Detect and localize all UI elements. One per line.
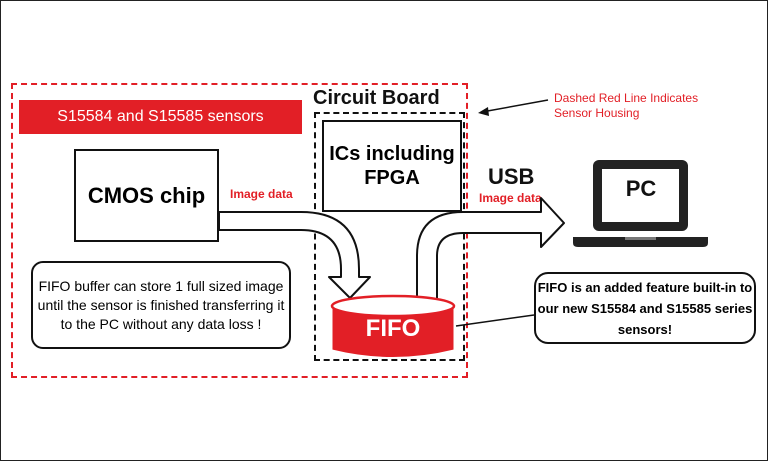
ics-fpga-label: ICs including FPGA xyxy=(329,143,455,189)
ics-fpga-box: ICs including FPGA xyxy=(322,120,462,212)
housing-pointer-arrow xyxy=(481,99,549,113)
fifo-buffer-note: FIFO buffer can store 1 full sized image… xyxy=(31,261,291,349)
data-flow-arrow-icon xyxy=(218,211,371,299)
sensor-banner: S15584 and S15585 sensors xyxy=(19,100,302,134)
usb-flow-arrow-icon xyxy=(416,197,565,302)
circuit-board-outline xyxy=(314,112,465,361)
housing-note-line1: Dashed Red Line Indicates xyxy=(554,91,699,105)
usb-label: USB xyxy=(488,164,535,189)
housing-legend-note: Dashed Red Line Indicates Sensor Housing xyxy=(554,91,698,121)
pc-label: PC xyxy=(625,176,657,201)
fifo-buffer-note-text: FIFO buffer can store 1 full sized image… xyxy=(37,277,285,332)
image-data-label-right: Image data xyxy=(479,191,542,205)
laptop-icon xyxy=(573,160,708,247)
fifo-feature-callout-text: FIFO is an added feature built-in to our… xyxy=(537,279,753,337)
image-data-label-left: Image data xyxy=(230,187,293,201)
fifo-label: FIFO xyxy=(365,315,421,342)
housing-note-line2: Sensor Housing xyxy=(554,106,640,120)
cmos-chip-box: CMOS chip xyxy=(74,149,219,242)
fifo-feature-callout: FIFO is an added feature built-in to our… xyxy=(534,272,756,344)
cmos-chip-label: CMOS chip xyxy=(87,182,206,208)
fifo-cylinder-icon xyxy=(330,294,456,358)
fifo-callout-pointer xyxy=(455,314,535,327)
circuit-board-title: Circuit Board xyxy=(313,87,440,109)
